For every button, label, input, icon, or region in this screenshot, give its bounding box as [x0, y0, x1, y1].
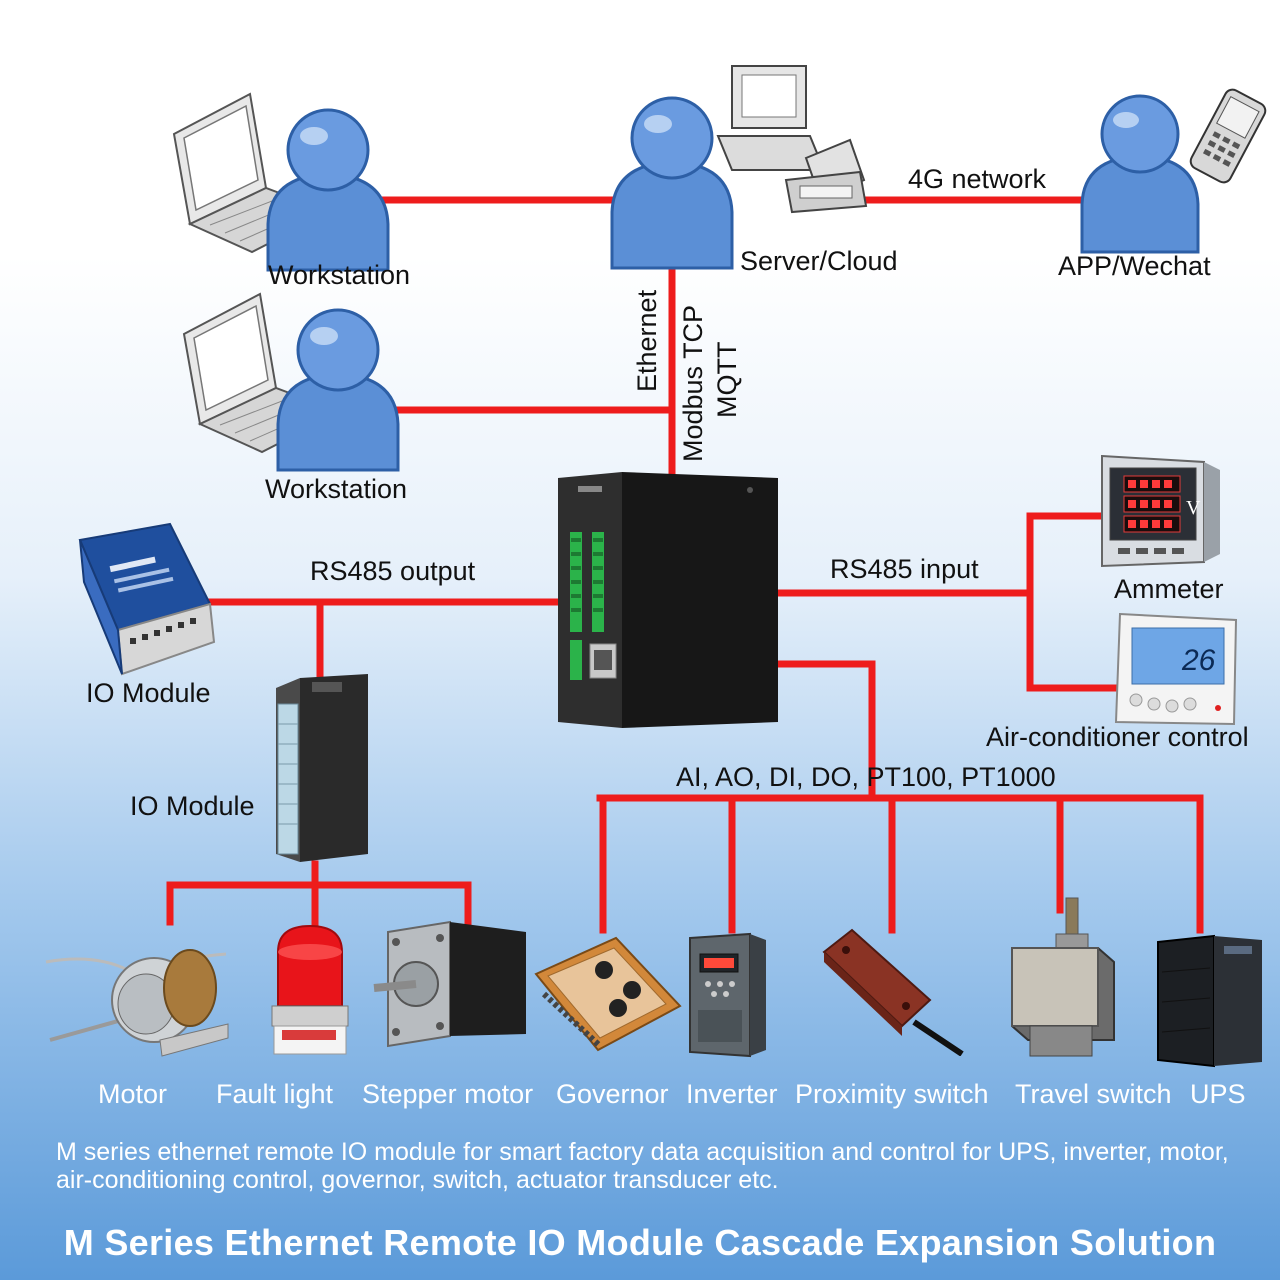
inverter-icon: [689, 932, 766, 1058]
ammeter-label: Ammeter: [1114, 574, 1224, 604]
io-module-plc-icon: [276, 674, 368, 862]
workstation-top-icon: [172, 92, 390, 272]
person-icon: [276, 308, 400, 472]
travel-switch-icon: [1011, 897, 1115, 1057]
device-label-motor: Motor: [98, 1079, 168, 1109]
device-label-ups: UPS: [1190, 1079, 1246, 1109]
governor-icon: [534, 936, 682, 1052]
server-cloud-label: Server/Cloud: [740, 246, 898, 276]
ammeter-unit: V: [1186, 497, 1201, 519]
aircon-display: 26: [1181, 644, 1216, 677]
ups-icon: [1157, 934, 1262, 1068]
rs485-input-label: RS485 input: [830, 554, 979, 584]
device-label-governor: Governor: [556, 1079, 669, 1109]
person-icon: [1080, 94, 1200, 254]
modbus-tcp-label: Modbus TCP: [678, 304, 708, 462]
workstation-mid-label: Workstation: [265, 474, 408, 504]
io-module-plc-label: IO Module: [130, 791, 255, 821]
app-wechat-label: APP/Wechat: [1058, 251, 1211, 281]
io-types-label: AI, AO, DI, DO, PT100, PT1000: [676, 762, 1056, 792]
app-wechat-icon: [1080, 88, 1267, 254]
stepper-motor-icon: [373, 920, 526, 1048]
mqtt-label: MQTT: [712, 341, 742, 418]
io-module-dam-icon: [78, 522, 216, 676]
network-4g-label: 4G network: [908, 164, 1047, 194]
device-label-proximity-switch: Proximity switch: [795, 1079, 989, 1109]
computer-icon: [716, 65, 868, 214]
phone-icon: [1189, 88, 1267, 184]
aircon-controller-icon: 26: [1114, 612, 1238, 726]
proximity-switch-icon: [822, 928, 964, 1056]
server-cloud-icon: [610, 65, 868, 270]
ethernet-label: Ethernet: [632, 289, 662, 392]
fault-light-icon: [271, 924, 349, 1055]
device-label-travel-switch: Travel switch: [1015, 1079, 1172, 1109]
workstation-mid-icon: [182, 292, 400, 472]
footnote-text: M series ethernet remote IO module for s…: [56, 1138, 1229, 1194]
person-icon: [266, 108, 390, 272]
aircon-label: Air-conditioner control: [986, 722, 1249, 752]
device-label-fault-light: Fault light: [216, 1079, 334, 1109]
rs485-output-label: RS485 output: [310, 556, 476, 586]
workstation-top-label: Workstation: [268, 260, 411, 290]
ethernet-remote-io-module: [558, 472, 778, 728]
person-icon: [610, 96, 734, 270]
page-title: M Series Ethernet Remote IO Module Casca…: [63, 1222, 1217, 1263]
io-module-dam-label: IO Module: [86, 678, 211, 708]
ammeter-icon: V: [1101, 454, 1220, 568]
wire-io-feed: [772, 660, 876, 802]
device-label-inverter: Inverter: [686, 1079, 778, 1109]
motor-icon: [45, 949, 229, 1057]
device-label-stepper-motor: Stepper motor: [362, 1079, 534, 1109]
